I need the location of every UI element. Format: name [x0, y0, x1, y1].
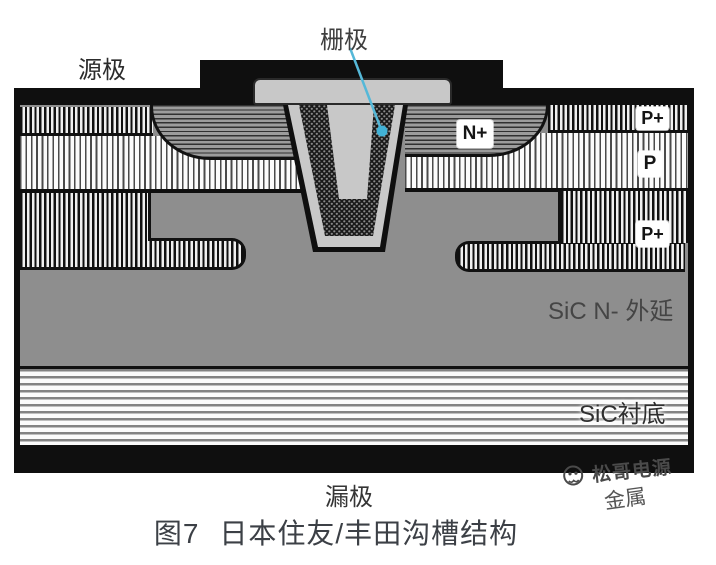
epitaxy-label: SiC N- 外延 — [548, 298, 674, 325]
watermark-logo-icon — [563, 465, 584, 486]
substrate-region — [20, 366, 688, 445]
junction-line-left — [20, 189, 316, 193]
gate-arrow — [348, 47, 388, 137]
watermark: 松哥电源 — [559, 452, 673, 491]
p-plus-band-left — [20, 107, 153, 136]
gate-arrow-line — [348, 47, 383, 130]
source-electrode-label: 源极 — [78, 57, 126, 84]
gate-cap — [253, 78, 452, 105]
die-border-left — [14, 88, 20, 445]
figure-caption: 图7 日本住友/丰田沟槽结构 — [154, 512, 518, 552]
p-plus-upper-label: P+ — [636, 107, 669, 130]
trench-gate-graphic — [283, 105, 408, 252]
gate-electrode-label: 栅极 — [320, 27, 368, 54]
n-plus-label: N+ — [457, 120, 493, 148]
drain-electrode-label: 漏极 — [325, 484, 373, 511]
gate-arrow-dot — [376, 125, 388, 137]
drain-metal-bar — [14, 445, 694, 473]
die-border-right — [688, 105, 694, 445]
p-plus-deep-label: P+ — [636, 221, 669, 247]
figure-caption-title: 日本住友/丰田沟槽结构 — [219, 518, 519, 549]
substrate-label: SiC衬底 — [579, 401, 666, 428]
p-plus-finger-left — [20, 238, 246, 270]
gate-center-plug — [327, 105, 374, 199]
figure-caption-number: 图7 — [153, 518, 200, 549]
p-well-label: P — [638, 151, 662, 177]
p-plus-deep-left — [20, 193, 151, 241]
junction-line-right — [405, 188, 688, 192]
